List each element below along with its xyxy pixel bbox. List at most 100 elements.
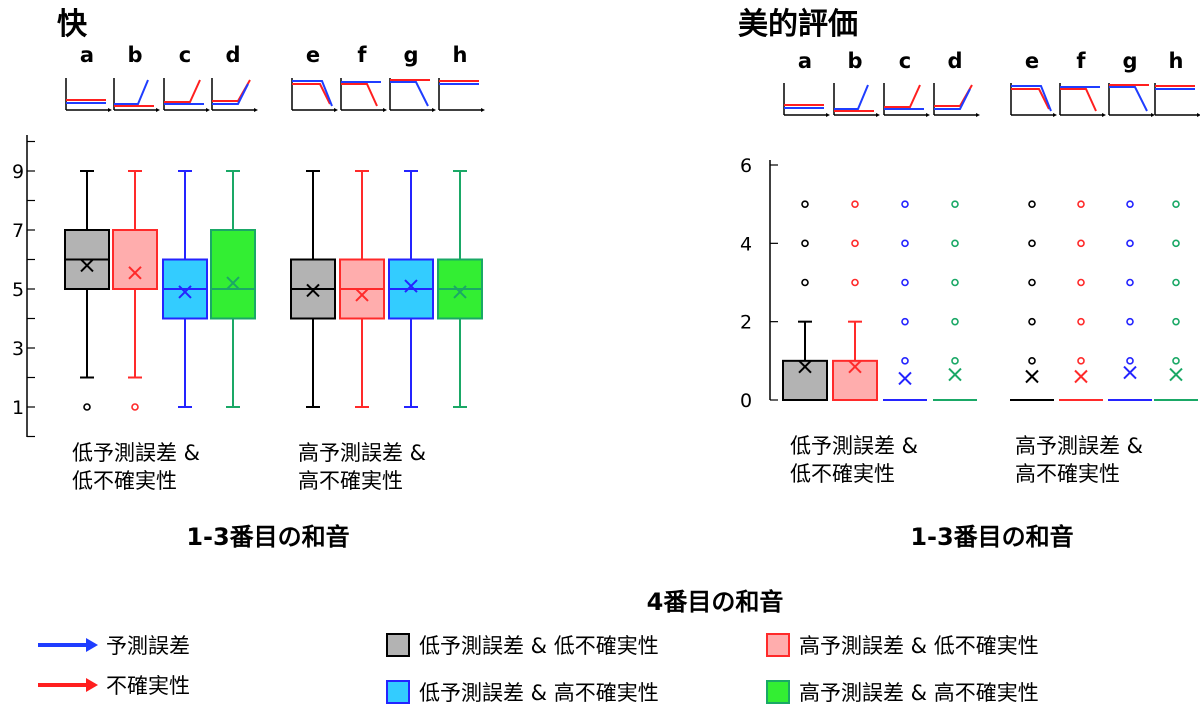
- icon-prediction-error-line: [390, 81, 429, 107]
- icon-prediction-error-line: [934, 88, 971, 110]
- box-iqr: [112, 229, 158, 290]
- icon-arrowhead: [876, 113, 880, 117]
- condition-profile-icon: [1059, 83, 1106, 117]
- outlier-point: [1077, 317, 1085, 326]
- mean-marker: [80, 258, 94, 273]
- outlier-point: [1028, 317, 1036, 326]
- subplot-label: e: [1025, 49, 1039, 73]
- icon-prediction-error-line: [114, 79, 149, 105]
- y-tick-label: 0: [740, 390, 752, 412]
- subplot-label: d: [225, 43, 240, 67]
- icon-uncertainty-line: [292, 83, 331, 105]
- condition-profile-icon: [1154, 83, 1200, 117]
- y-tick-label: 9: [12, 161, 24, 183]
- left-group2-label-line1: 高予測誤差 &: [298, 441, 426, 465]
- condition-profile-icon: [883, 83, 930, 117]
- outlier-point: [851, 278, 859, 287]
- outlier-point: [1126, 278, 1134, 287]
- box-a: [782, 200, 828, 402]
- icon-arrowhead: [254, 108, 258, 112]
- outlier-point: [951, 357, 959, 365]
- icon-arrowhead: [481, 108, 485, 112]
- y-tick-label: 4: [740, 233, 752, 255]
- legend-label: 高予測誤差 & 高不確実性: [799, 681, 1039, 705]
- left-chart-title: 快: [57, 7, 88, 42]
- box-iqr: [210, 229, 256, 320]
- condition-profile-icon: [163, 78, 210, 112]
- y-tick-label: 3: [12, 338, 24, 360]
- left-subplot-icons: [65, 78, 485, 112]
- mean-marker: [1025, 369, 1039, 384]
- arrowhead-icon: [86, 638, 98, 652]
- subplot-label: a: [798, 49, 812, 73]
- outlier-point: [901, 278, 909, 287]
- icon-uncertainty-line: [1011, 88, 1050, 110]
- subplot-label: d: [947, 49, 962, 73]
- mean-marker: [404, 279, 418, 293]
- subplot-label: h: [1169, 49, 1184, 73]
- box-c: [883, 200, 927, 401]
- arrowhead-icon: [86, 678, 98, 692]
- box-g: [1108, 200, 1152, 401]
- icon-arrowhead: [976, 113, 980, 117]
- right-group2-label-line1: 高予測誤差 &: [1015, 434, 1143, 458]
- box-h: [437, 170, 483, 408]
- icon-arrowhead: [1102, 113, 1106, 117]
- condition-profile-icon: [113, 78, 160, 112]
- legend-title: 4番目の和音: [647, 588, 784, 616]
- right-subplot-icons: [783, 83, 1200, 117]
- outlier-point: [1172, 317, 1180, 326]
- subplot-label: b: [847, 49, 862, 73]
- legend-arrow-label: 予測誤差: [106, 634, 190, 658]
- legend-item: 低予測誤差 & 低不確実性: [386, 633, 659, 658]
- mean-marker: [128, 266, 142, 280]
- mean-marker: [948, 367, 962, 382]
- mean-marker: [1169, 367, 1183, 382]
- y-tick-label: 6: [740, 155, 752, 177]
- condition-profile-icon: [340, 78, 387, 112]
- icon-arrowhead: [1053, 113, 1057, 117]
- icon-prediction-error-line: [1011, 85, 1052, 112]
- legend-label: 低予測誤差 & 高不確実性: [419, 681, 659, 705]
- box-f: [339, 170, 385, 408]
- outlier-point: [1077, 278, 1085, 287]
- box-b: [112, 170, 158, 411]
- mean-marker: [1074, 369, 1088, 384]
- left-group2-label-line2: 高不確実性: [298, 469, 403, 493]
- outlier-point: [1172, 200, 1180, 208]
- icon-arrowhead: [1197, 113, 1200, 117]
- right-x-axis-title: 1-3番目の和音: [910, 523, 1073, 551]
- outlier-point: [1126, 239, 1134, 248]
- box-c: [162, 170, 208, 408]
- legend-swatch: [766, 633, 790, 657]
- box-f: [1059, 200, 1103, 401]
- condition-profile-icon: [65, 78, 112, 112]
- box-e: [290, 170, 336, 408]
- subplot-label: a: [80, 43, 94, 67]
- legend-item: 低予測誤差 & 高不確実性: [386, 680, 659, 705]
- outlier-point: [131, 403, 139, 411]
- box-b: [832, 200, 878, 402]
- outlier-point: [1126, 317, 1134, 326]
- y-tick-label: 7: [12, 220, 24, 242]
- right-chart-title: 美的評価: [738, 7, 858, 42]
- right-group1-label-line2: 低不確実性: [790, 462, 895, 486]
- outlier-point: [901, 239, 909, 248]
- icon-prediction-error-line: [834, 84, 869, 110]
- subplot-label: b: [127, 43, 142, 67]
- legend-arrow-uncertainty: 不確実性: [38, 674, 190, 698]
- mean-marker: [453, 285, 467, 299]
- legend-label: 高予測誤差 & 低不確実性: [799, 634, 1039, 658]
- right-boxplots: [782, 200, 1198, 402]
- box-g: [388, 170, 434, 408]
- outlier-point: [801, 239, 809, 248]
- right-group1-label-line1: 低予測誤差 &: [790, 434, 918, 458]
- subplot-label: c: [179, 43, 191, 67]
- outlier-point: [851, 239, 859, 248]
- mean-marker: [898, 371, 912, 386]
- outlier-point: [901, 357, 909, 365]
- icon-uncertainty-line: [341, 83, 378, 107]
